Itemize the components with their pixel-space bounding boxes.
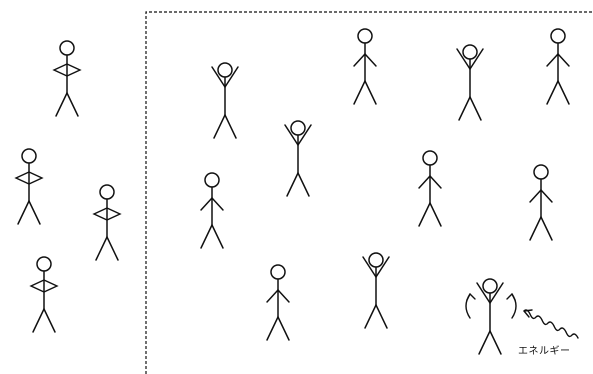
stick-figure-right-8: [530, 165, 552, 240]
stick-figure-right-3: [457, 45, 483, 120]
stick-figure-right-1: [212, 63, 238, 138]
stick-figure-right-10: [363, 253, 389, 328]
stick-figure-right-5: [285, 121, 311, 196]
stick-figure-excited: [466, 279, 516, 354]
stick-figure-left-1: [54, 41, 80, 116]
energy-label: エネルギー: [518, 342, 571, 357]
stick-figure-right-7: [419, 151, 441, 226]
stick-figure-right-6: [201, 173, 223, 248]
stick-figure-right-4: [547, 29, 569, 104]
stick-figure-left-4: [31, 257, 57, 332]
energy-wavy-arrow: [524, 310, 578, 338]
stick-figure-right-9: [267, 265, 289, 340]
stick-figure-left-2: [16, 149, 42, 224]
stick-figure-left-3: [94, 185, 120, 260]
stick-figure-right-2: [354, 29, 376, 104]
